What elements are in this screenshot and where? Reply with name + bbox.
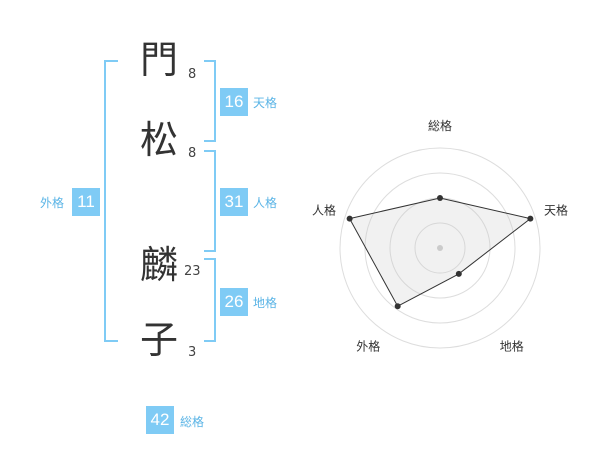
radar-ring-1	[414, 222, 466, 274]
name-char-3: 麟	[140, 243, 179, 287]
radar-axis-label-1: 総格	[428, 118, 452, 133]
radar-point-3	[455, 270, 462, 277]
chikaku-value: 26	[220, 288, 248, 316]
radar-point-1	[437, 195, 443, 201]
gaikaku-value: 11	[72, 188, 100, 216]
jinkaku-value: 31	[220, 188, 248, 216]
soukaku-label: 総格	[180, 415, 205, 429]
jinkaku-label: 人格	[253, 196, 278, 210]
chikaku-label: 地格	[253, 296, 278, 310]
stroke-count-1: 8	[188, 67, 197, 82]
radar-point-2	[527, 215, 534, 222]
radar-points	[346, 195, 534, 310]
radar-point-5	[346, 215, 353, 222]
gaikaku-bracket	[104, 60, 118, 342]
tenkaku-label: 天格	[253, 96, 278, 110]
radar-rings	[339, 147, 541, 349]
radar-axis-label-4: 外格	[356, 339, 380, 354]
name-char-4: 子	[140, 318, 179, 362]
radar-axis-label-3: 地格	[500, 339, 524, 354]
radar-axis-label-5: 人格	[312, 202, 336, 217]
tenkaku-bracket	[204, 60, 216, 142]
jinkaku-bracket	[204, 150, 216, 252]
radar-center	[437, 245, 443, 251]
radar-area	[348, 197, 532, 307]
stroke-count-2: 8	[188, 146, 197, 161]
soukaku-value: 42	[146, 406, 174, 434]
radar-ring-4	[339, 147, 541, 349]
gaikaku-label: 外格	[40, 196, 65, 210]
radar-point-4	[394, 303, 401, 310]
tenkaku-value: 16	[220, 88, 248, 116]
name-char-1: 門	[140, 38, 179, 82]
stroke-count-3: 23	[184, 264, 201, 279]
name-char-2: 松	[140, 118, 179, 162]
stroke-count-4: 3	[188, 345, 197, 360]
radar-ring-3	[364, 172, 516, 324]
radar-axis-label-2: 天格	[544, 202, 568, 217]
chikaku-bracket	[204, 258, 216, 342]
